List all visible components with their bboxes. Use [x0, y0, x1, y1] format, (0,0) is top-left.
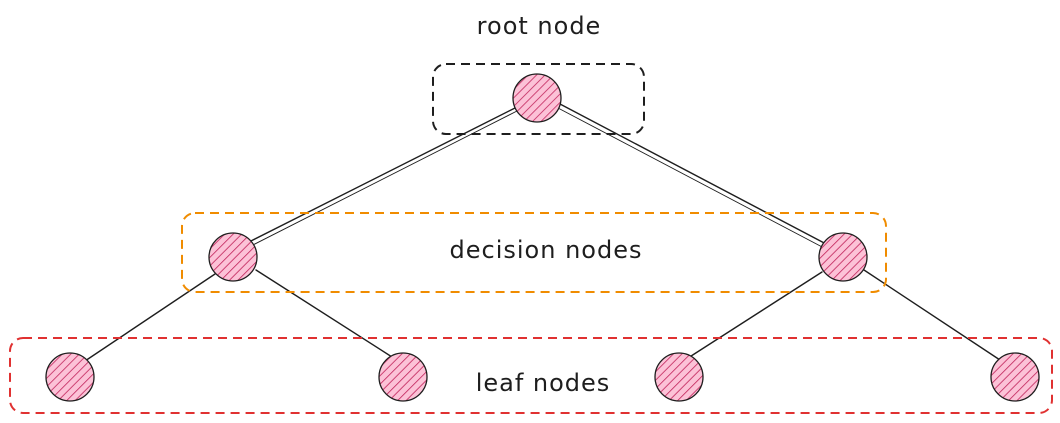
leaf-nodes-box [9, 337, 1053, 414]
root-node-box [432, 63, 645, 135]
edge-right-leaf4 [863, 269, 1001, 361]
root-node [512, 73, 562, 123]
edge-root-right-stroke [557, 107, 827, 250]
leaf-node-1 [45, 352, 95, 402]
edge-root-left [242, 107, 516, 246]
edge-left-leaf1 [84, 273, 216, 362]
root-node-label: root node [477, 12, 602, 40]
edge-left-leaf2 [255, 269, 393, 358]
edge-right-leaf3 [687, 271, 823, 359]
edge-root-left-stroke [244, 110, 518, 250]
decision-nodes-box [181, 212, 887, 293]
leaf-nodes-label: leaf nodes [476, 369, 611, 397]
decision-node-right [818, 232, 868, 282]
leaf-node-4 [990, 352, 1040, 402]
decision-node-left [208, 232, 258, 282]
edges [84, 103, 1001, 362]
leaf-node-2 [378, 352, 428, 402]
nodes [45, 73, 1040, 402]
edge-root-right [559, 103, 829, 246]
leaf-node-3 [654, 352, 704, 402]
decision-nodes-label: decision nodes [450, 236, 643, 264]
